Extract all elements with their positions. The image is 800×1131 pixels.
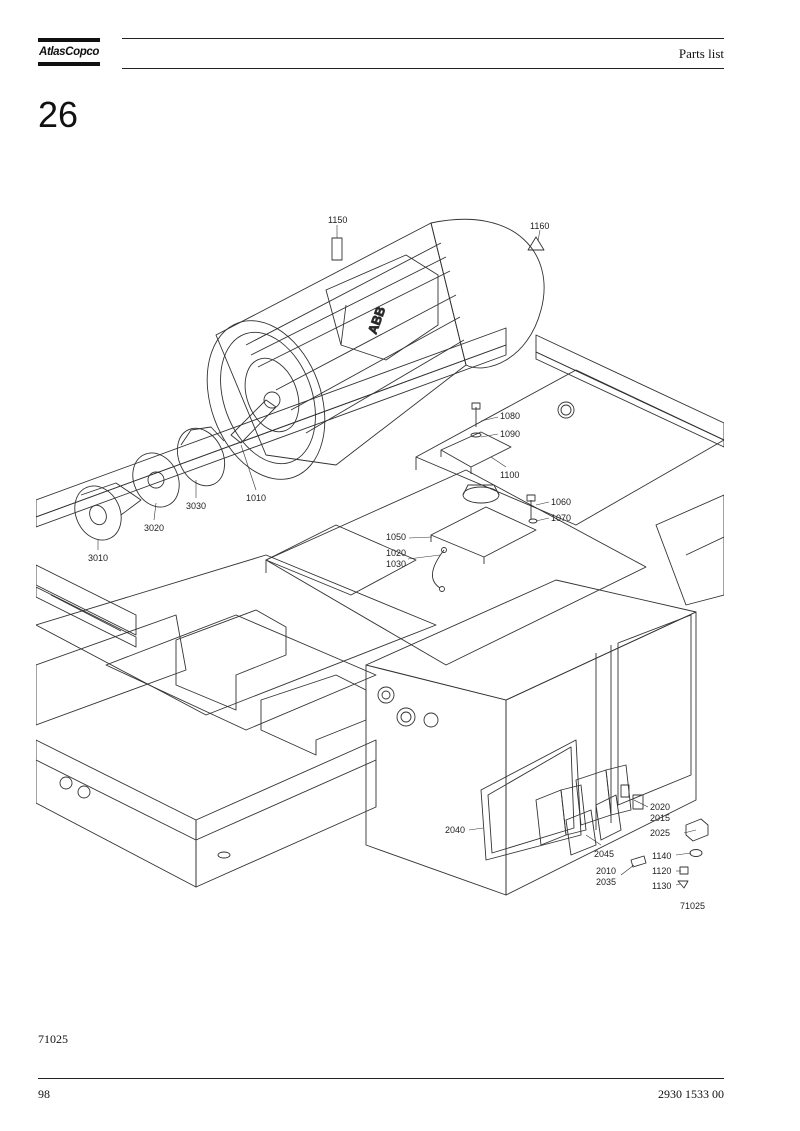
callout-1020: 1020 [386,548,406,558]
callout-1060: 1060 [551,497,571,507]
callout-2040: 2040 [445,825,465,835]
page-number: 98 [38,1087,50,1101]
callout-1010: 1010 [246,493,266,503]
coupling-parts [74,426,226,541]
callout-2015: 2015 [650,813,670,823]
callout-1080: 1080 [500,411,520,421]
callout-2020: 2020 [650,802,670,812]
motor-mounts [430,402,538,564]
callout-1140: 1140 [652,851,671,861]
callout-1050: 1050 [386,532,406,542]
logo-stripe-bottom [38,62,100,66]
drawing-ref-in-figure: 71025 [680,901,705,911]
base-frame [36,327,724,888]
exploded-view-drawing: ABB [36,195,724,925]
abb-motor [206,218,545,480]
callout-1130: 1130 [652,881,671,891]
callout-1100: 1100 [500,470,519,480]
atlas-copco-logo: AtlasCopco [38,38,100,68]
callout-1090: 1090 [500,429,520,439]
document-number: 2930 1533 00 [658,1087,724,1101]
callout-1030: 1030 [386,559,406,569]
leader-lines [97,225,697,886]
callout-1160: 1160 [530,221,549,231]
header-rule-bottom [122,68,724,69]
header-title: Parts list [678,46,724,61]
callout-3020: 3020 [144,523,164,533]
logo-wordmark: AtlasCopco [39,46,99,58]
callout-3010: 3010 [88,553,108,563]
callout-2035: 2035 [596,877,616,887]
callout-labels: 1150 1160 1080 1090 1100 1010 3030 3020 … [88,215,705,911]
header-rule-top [122,38,724,39]
electrical-cabinet [365,547,709,896]
footer-rule [38,1078,724,1079]
section-number: 26 [38,94,79,135]
motor-brand-label: ABB [365,304,389,336]
callout-2025: 2025 [650,828,670,838]
logo-stripe-top [38,38,100,42]
callout-1150: 1150 [328,215,347,225]
callout-2045: 2045 [594,849,614,859]
callout-2010: 2010 [596,866,616,876]
callout-1070: 1070 [551,513,571,523]
callout-3030: 3030 [186,501,206,511]
drawing-reference: 71025 [38,1032,68,1046]
drawing-svg: ABB [36,215,724,911]
callout-1120: 1120 [652,866,671,876]
